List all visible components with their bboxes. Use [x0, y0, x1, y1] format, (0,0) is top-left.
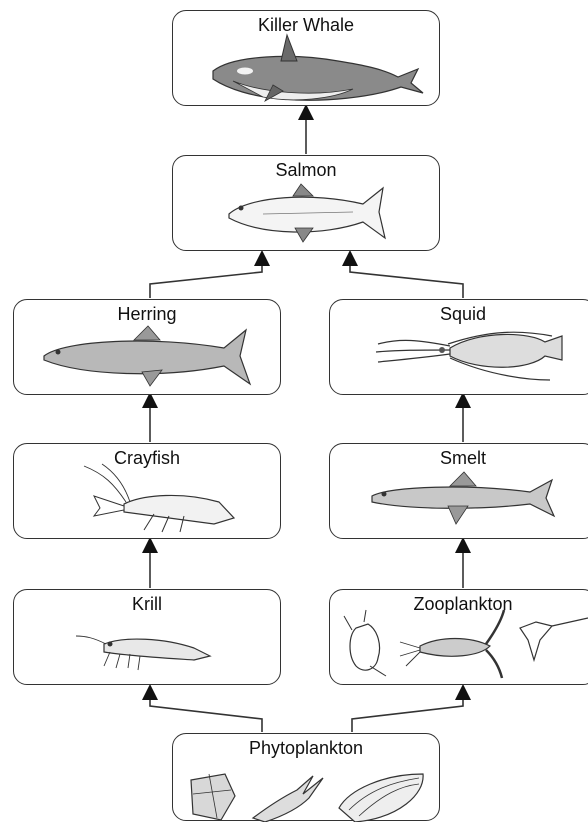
squid-illustration: [330, 300, 588, 396]
node-salmon: Salmon: [172, 155, 440, 251]
salmon-illustration: [173, 156, 441, 252]
node-herring: Herring: [13, 299, 281, 395]
phytoplankton-illustration: [173, 734, 441, 822]
arrow-phytoplankton-to-krill: [150, 692, 262, 732]
node-zooplankton: Zooplankton: [329, 589, 588, 685]
arrow-herring-to-salmon: [150, 258, 262, 298]
smelt-illustration: [330, 444, 588, 540]
crayfish-illustration: [14, 444, 282, 540]
node-crayfish: Crayfish: [13, 443, 281, 539]
node-krill: Krill: [13, 589, 281, 685]
node-squid: Squid: [329, 299, 588, 395]
node-phytoplankton: Phytoplankton: [172, 733, 440, 821]
herring-illustration: [14, 300, 282, 396]
arrow-phytoplankton-to-zooplankton: [352, 692, 463, 732]
node-smelt: Smelt: [329, 443, 588, 539]
arrow-squid-to-salmon: [350, 258, 463, 298]
krill-illustration: [14, 590, 282, 686]
zooplankton-illustration: [330, 590, 588, 686]
killer-whale-illustration: [173, 11, 441, 107]
node-killer-whale: Killer Whale: [172, 10, 440, 106]
